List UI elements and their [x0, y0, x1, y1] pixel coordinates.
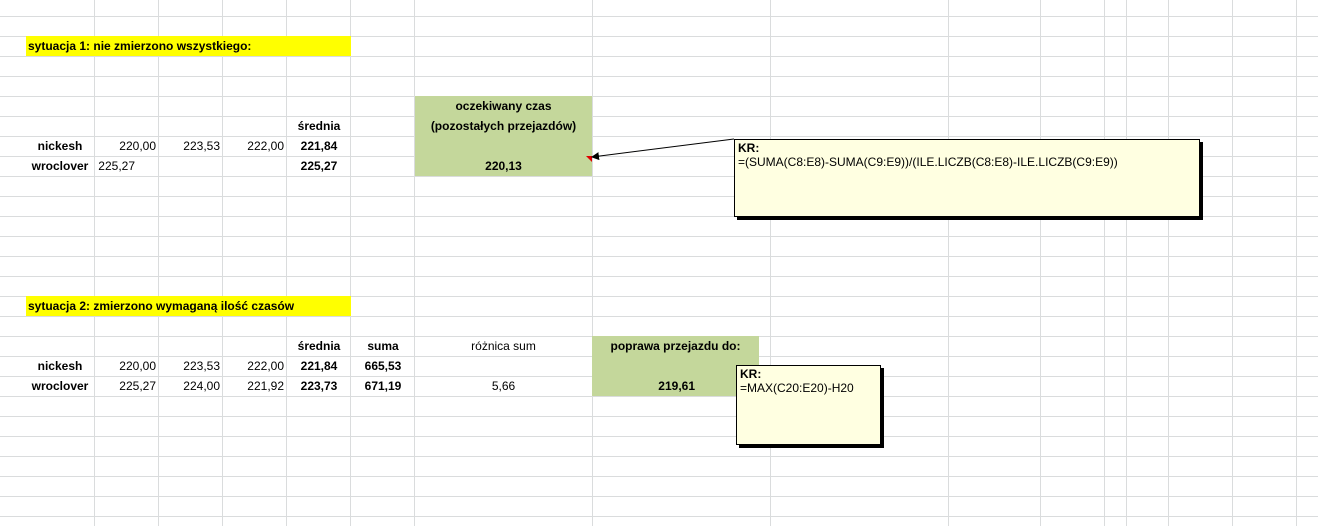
situation1-time-cell[interactable]: [159, 156, 222, 176]
situation2-improve-header: poprawa przejazdu do:: [610, 339, 741, 353]
grid-row-line: [0, 236, 1318, 237]
situation1-time-cell[interactable]: 225,27: [98, 159, 135, 173]
situation1-time-cell[interactable]: 222,00: [247, 139, 284, 153]
grid-col-line: [350, 0, 351, 526]
situation2-time-cell[interactable]: 222,00: [247, 359, 284, 373]
situation2-row-name[interactable]: wroclover: [31, 379, 89, 393]
situation1-expected-block[interactable]: [415, 96, 592, 176]
situation1-comment-box[interactable]: KR: =(SUMA(C8:E8)-SUMA(C9:E9))/(ILE.LICZ…: [734, 139, 1200, 217]
situation2-avg-cell[interactable]: 221,84: [300, 359, 338, 373]
situation1-expected-header-line2: (pozostałych przejazdów): [430, 119, 577, 133]
situation2-time-cell[interactable]: 221,92: [247, 379, 284, 393]
situation2-time-cell[interactable]: 224,00: [183, 379, 220, 393]
grid-col-line: [1040, 0, 1041, 526]
situation2-diff-cell[interactable]: 5,66: [491, 379, 516, 393]
grid-col-line: [1296, 0, 1297, 526]
situation2-sum-header[interactable]: suma: [367, 339, 399, 353]
grid-row-line: [0, 76, 1318, 77]
comment-author: KR:: [738, 141, 760, 155]
grid-row-line: [0, 516, 1318, 517]
grid-row-line: [0, 296, 1318, 297]
situation2-time-cell[interactable]: 223,53: [183, 359, 220, 373]
grid-row-line: [0, 36, 1318, 37]
situation1-avg-cell[interactable]: 225,27: [300, 159, 338, 173]
grid-col-line: [94, 0, 95, 526]
grid-row-line: [0, 56, 1318, 57]
comment-formula: =MAX(C20:E20)-H20: [740, 381, 854, 395]
grid-row-line: [0, 256, 1318, 257]
situation1-expected-value: 220,13: [485, 159, 522, 173]
situation1-avg-cell[interactable]: 221,84: [300, 139, 338, 153]
grid-col-line: [414, 0, 415, 526]
situation1-expected-header-line1: oczekiwany czas: [455, 99, 552, 113]
comment-indicator-icon: [586, 156, 592, 162]
situation2-diff-cell[interactable]: [415, 356, 592, 376]
grid-col-line: [948, 0, 949, 526]
situation2-sum-cell[interactable]: 671,19: [364, 379, 402, 393]
grid-row-line: [0, 496, 1318, 497]
grid-row-line: [0, 396, 1318, 397]
situation1-row-name[interactable]: nickesh: [37, 139, 83, 153]
grid-row-line: [0, 456, 1318, 457]
situation2-time-cell[interactable]: 225,27: [119, 379, 156, 393]
comment-formula: =(SUMA(C8:E8)-SUMA(C9:E9))/(ILE.LICZB(C8…: [738, 155, 1118, 169]
grid-col-line: [158, 0, 159, 526]
grid-col-line: [770, 0, 771, 526]
situation1-time-cell[interactable]: 220,00: [119, 139, 156, 153]
situation2-sum-cell[interactable]: 665,53: [364, 359, 402, 373]
grid-col-line: [1104, 0, 1105, 526]
situation2-improve-value: 219,61: [658, 379, 695, 393]
situation2-comment-box[interactable]: KR: =MAX(C20:E20)-H20: [736, 365, 881, 445]
situation2-diff-header[interactable]: różnica sum: [471, 339, 536, 353]
grid-row-line: [0, 176, 1318, 177]
situation1-time-cell[interactable]: 223,53: [183, 139, 220, 153]
grid-row-line: [0, 216, 1318, 217]
grid-row-line: [0, 136, 1318, 137]
grid-row-line: [0, 196, 1318, 197]
situation1-label[interactable]: sytuacja 1: nie zmierzono wszystkiego:: [26, 36, 351, 56]
situation1-row-name[interactable]: wroclover: [31, 159, 89, 173]
grid-row-line: [0, 16, 1318, 17]
grid-col-line: [1168, 0, 1169, 526]
grid-row-line: [0, 436, 1318, 437]
situation2-improve-block[interactable]: [592, 336, 759, 396]
situation2-avg-cell[interactable]: 223,73: [300, 379, 338, 393]
grid-col-line: [286, 0, 287, 526]
grid-col-line: [1232, 0, 1233, 526]
grid-row-line: [0, 316, 1318, 317]
grid-col-line: [222, 0, 223, 526]
situation2-label[interactable]: sytuacja 2: zmierzono wymaganą ilość cza…: [26, 296, 351, 316]
grid-row-line: [0, 116, 1318, 117]
situation2-row-name[interactable]: nickesh: [37, 359, 83, 373]
grid-row-line: [0, 96, 1318, 97]
grid-row-line: [0, 276, 1318, 277]
situation2-avg-header[interactable]: średnia: [297, 339, 341, 353]
grid-col-line: [1126, 0, 1127, 526]
grid-row-line: [0, 416, 1318, 417]
grid-col-line: [592, 0, 593, 526]
situation1-time-cell[interactable]: [223, 156, 286, 176]
comment-author: KR:: [740, 367, 762, 381]
situation1-avg-header[interactable]: średnia: [297, 119, 341, 133]
situation2-time-cell[interactable]: 220,00: [119, 359, 156, 373]
grid-row-line: [0, 476, 1318, 477]
